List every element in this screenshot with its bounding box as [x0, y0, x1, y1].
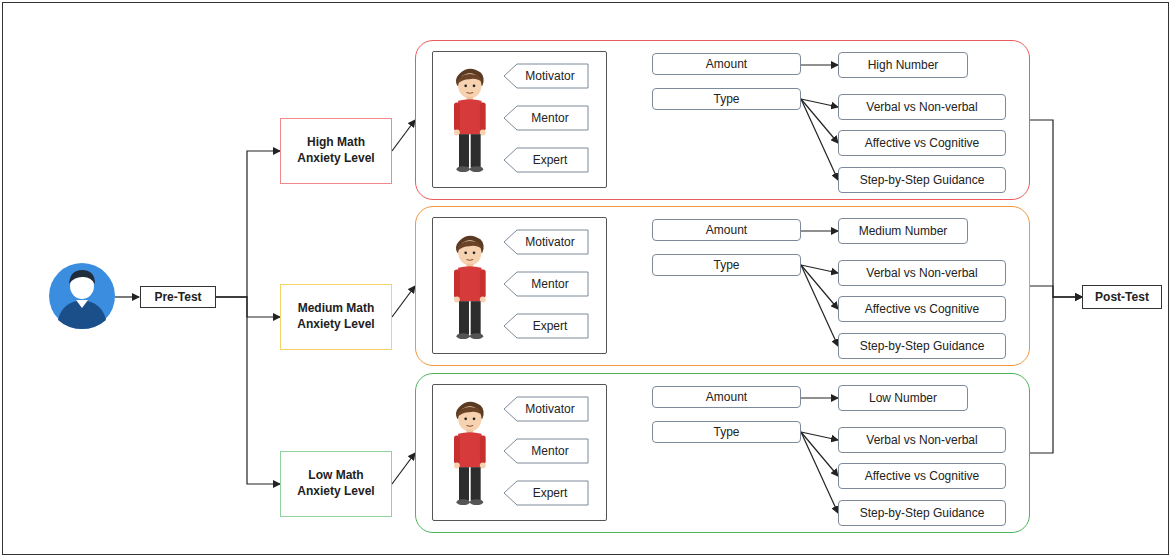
- node-label: Mentor: [531, 111, 568, 125]
- node-label: Affective vs Cognitive: [865, 136, 980, 150]
- role-tag: Mentor: [503, 105, 589, 131]
- node-label: Mentor: [531, 277, 568, 291]
- node-label: Amount: [706, 390, 747, 404]
- value-box: High Number: [838, 52, 968, 78]
- end-box: Post-Test: [1082, 285, 1162, 309]
- node-label: Amount: [706, 57, 747, 71]
- value-box: Verbal vs Non-verbal: [838, 427, 1006, 453]
- node-label: Amount: [706, 223, 747, 237]
- start-box: Pre-Test: [140, 286, 216, 308]
- node-label: Verbal vs Non-verbal: [866, 433, 977, 447]
- attribute-box: Type: [652, 88, 801, 110]
- node-label: High Math Anxiety Level: [289, 135, 383, 166]
- role-tag: Expert: [503, 313, 589, 339]
- agent-figure-box: MotivatorMentorExpert: [432, 384, 607, 521]
- value-box: Step-by-Step Guidance: [838, 167, 1006, 193]
- node-label: Expert: [533, 486, 568, 500]
- role-tag: Motivator: [503, 63, 589, 89]
- icon-arrow: [115, 296, 139, 297]
- connector-arrow: [216, 297, 280, 317]
- attribute-box: Type: [652, 421, 801, 443]
- group-container: MotivatorMentorExpert Amount High NumberTy…: [415, 40, 1030, 200]
- value-box: Step-by-Step Guidance: [838, 500, 1006, 526]
- group-container: MotivatorMentorExpert Amount Medium Number…: [415, 206, 1030, 366]
- role-tag: Mentor: [503, 438, 589, 464]
- connector-arrow: [392, 453, 415, 484]
- node-label: Motivator: [525, 235, 574, 249]
- agent-figure-box: MotivatorMentorExpert: [432, 217, 607, 354]
- node-label: Type: [713, 258, 739, 272]
- value-box: Affective vs Cognitive: [838, 463, 1006, 489]
- attribute-box: Type: [652, 254, 801, 276]
- agent-figure-box: MotivatorMentorExpert: [432, 51, 607, 188]
- role-tag: Mentor: [503, 271, 589, 297]
- connector-arrow: [1030, 120, 1082, 297]
- connector-arrow: [216, 151, 280, 297]
- node-label: Motivator: [525, 69, 574, 83]
- node-label: Low Math Anxiety Level: [289, 468, 383, 499]
- connector-arrow: [801, 230, 838, 231]
- connector-arrow: [801, 64, 838, 65]
- student-icon: [49, 263, 115, 329]
- value-box: Affective vs Cognitive: [838, 296, 1006, 322]
- connector-arrow: [801, 397, 838, 398]
- node-label: Motivator: [525, 402, 574, 416]
- value-box: Step-by-Step Guidance: [838, 333, 1006, 359]
- node-label: High Number: [868, 58, 939, 72]
- node-label: Type: [713, 92, 739, 106]
- node-label: Step-by-Step Guidance: [860, 506, 985, 520]
- role-tag: Motivator: [503, 229, 589, 255]
- value-box: Low Number: [838, 385, 968, 411]
- connector-arrow: [1030, 297, 1082, 453]
- connector-arrow: [801, 432, 838, 513]
- value-box: Affective vs Cognitive: [838, 130, 1006, 156]
- attribute-box: Amount: [652, 219, 801, 241]
- group-container: MotivatorMentorExpert Amount Low NumberTyp…: [415, 373, 1030, 533]
- node-label: Expert: [533, 319, 568, 333]
- node-label: Mentor: [531, 444, 568, 458]
- role-tag: Expert: [503, 480, 589, 506]
- connector-arrow: [801, 99, 838, 143]
- role-tag: Expert: [503, 147, 589, 173]
- connector-arrow: [216, 297, 280, 484]
- node-label: Verbal vs Non-verbal: [866, 266, 977, 280]
- connector-arrow: [1030, 286, 1082, 297]
- node-label: Affective vs Cognitive: [865, 469, 980, 483]
- node-label: Medium Number: [859, 224, 948, 238]
- node-label: Type: [713, 425, 739, 439]
- anxiety-level-box: High Math Anxiety Level: [280, 118, 392, 184]
- boy-figure: [454, 236, 486, 339]
- attribute-box: Amount: [652, 53, 801, 75]
- node-label: Affective vs Cognitive: [865, 302, 980, 316]
- connector-arrow: [392, 120, 415, 151]
- connector-arrow: [801, 265, 838, 309]
- value-box: Verbal vs Non-verbal: [838, 94, 1006, 120]
- node-label: Verbal vs Non-verbal: [866, 100, 977, 114]
- role-tag: Motivator: [503, 396, 589, 422]
- connector-arrow: [801, 432, 838, 476]
- connector-arrow: [801, 99, 838, 180]
- connector-arrow: [801, 265, 838, 346]
- boy-figure: [454, 69, 486, 172]
- node-label: Step-by-Step Guidance: [860, 173, 985, 187]
- value-box: Medium Number: [838, 218, 968, 244]
- anxiety-level-box: Medium Math Anxiety Level: [280, 284, 392, 350]
- node-label: Low Number: [869, 391, 937, 405]
- attribute-box: Amount: [652, 386, 801, 408]
- boy-figure: [454, 402, 486, 505]
- anxiety-level-box: Low Math Anxiety Level: [280, 451, 392, 517]
- node-label: Medium Math Anxiety Level: [289, 301, 383, 332]
- node-label: Expert: [533, 153, 568, 167]
- node-label: Post-Test: [1095, 290, 1149, 304]
- connector-arrow: [392, 286, 415, 317]
- value-box: Verbal vs Non-verbal: [838, 260, 1006, 286]
- node-label: Pre-Test: [154, 290, 201, 304]
- node-label: Step-by-Step Guidance: [860, 339, 985, 353]
